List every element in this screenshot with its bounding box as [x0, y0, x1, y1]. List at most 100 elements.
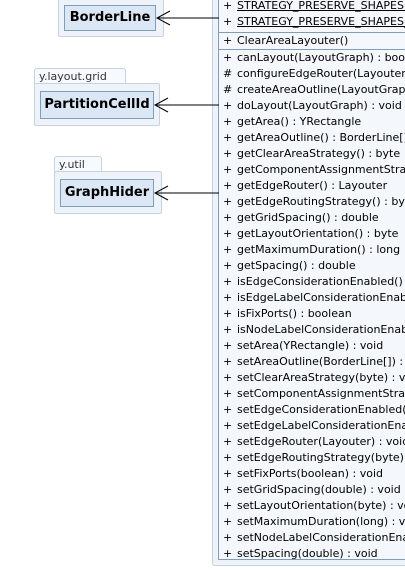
visibility-marker: + [223, 259, 233, 272]
method-text: setSpacing(double) : void [237, 547, 378, 560]
method-row[interactable]: +getEdgeRoutingStrategy() : byte [223, 194, 405, 210]
visibility-marker: + [223, 34, 233, 47]
dependency-arrow-graphhider [153, 185, 219, 201]
method-row[interactable]: + getClearAreaStrategy() : byte [223, 146, 400, 162]
method-row[interactable]: + setMaximumDuration(long) : void [223, 514, 405, 530]
method-text: configureEdgeRouter(Layouter) : void [237, 67, 405, 80]
method-text: setLayoutOrientation(byte) : void [237, 499, 405, 512]
method-row[interactable]: +getGridSpacing() : double [223, 210, 379, 226]
method-row[interactable]: +setEdgeRouter(Layouter) : void [223, 434, 405, 450]
visibility-marker: + [223, 163, 233, 176]
field-row[interactable]: + STRATEGY_PRESERVE_SHAPES_UNIFORM : byte [223, 14, 405, 30]
package-label-y-util: y.util [59, 158, 85, 171]
method-text: getEdgeRoutingStrategy() : byte [237, 195, 405, 208]
method-row[interactable]: +setEdgeConsiderationEnabled(boolean) : … [223, 402, 405, 418]
method-row[interactable]: + setEdgeRoutingStrategy(byte) : void [223, 450, 405, 466]
visibility-marker: + [223, 483, 233, 496]
method-text: createAreaOutline(LayoutGraph) : BorderL… [237, 83, 405, 96]
visibility-marker: # [223, 83, 233, 96]
method-row[interactable]: + setSpacing(double) : void [223, 546, 378, 562]
dependency-arrow-partitioncellid [153, 97, 219, 113]
method-row[interactable]: + getAreaOutline() : BorderLine[] [223, 130, 405, 146]
visibility-marker: + [223, 387, 233, 400]
graphhider-class-box[interactable]: GraphHider [60, 179, 154, 207]
visibility-marker: + [223, 211, 233, 224]
method-row[interactable]: +setAreaOutline(BorderLine[]) : void [223, 354, 405, 370]
visibility-marker: + [223, 403, 233, 416]
method-row[interactable]: #configureEdgeRouter(Layouter) : void [223, 66, 405, 82]
field-text: STRATEGY_PRESERVE_SHAPES_UNIFORM : byte [237, 15, 405, 28]
method-row[interactable]: # createAreaOutline(LayoutGraph) : Border… [223, 82, 405, 98]
method-text: setEdgeLabelConsiderationEnabled(boolean… [237, 419, 405, 432]
visibility-marker: + [223, 179, 233, 192]
visibility-marker: + [223, 115, 233, 128]
method-row[interactable]: + setGridSpacing(double) : void [223, 482, 401, 498]
fields-separator [219, 32, 405, 33]
method-text: getAreaOutline() : BorderLine[] [237, 131, 405, 144]
clear-area-layouter-class-box[interactable] [218, 0, 405, 560]
package-tab-y-util: y.util [54, 156, 102, 172]
method-row[interactable]: +setClearAreaStrategy(byte) : void [223, 370, 405, 386]
method-row[interactable]: + doLayout(LayoutGraph) : void [223, 98, 402, 114]
method-row[interactable]: +canLayout(LayoutGraph) : boolean [223, 50, 405, 66]
method-text: setNodeLabelConsiderationEnabled(boolean… [237, 531, 405, 544]
method-row[interactable]: + getSpacing() : double [223, 258, 356, 274]
method-row[interactable]: +setNodeLabelConsiderationEnabled(boolea… [223, 530, 405, 546]
visibility-marker: + [223, 147, 233, 160]
visibility-marker: + [223, 227, 233, 240]
visibility-marker: + [223, 0, 233, 12]
method-text: canLayout(LayoutGraph) : boolean [237, 51, 405, 64]
method-row[interactable]: +setFixPorts(boolean) : void [223, 466, 383, 482]
partitioncellid-class-name: PartitionCellId [44, 97, 150, 112]
method-text: getEdgeRouter() : Layouter [237, 179, 388, 192]
method-text: setEdgeRoutingStrategy(byte) : void [237, 451, 405, 464]
visibility-marker: + [223, 323, 233, 336]
constructors-separator [219, 49, 405, 50]
visibility-marker: + [223, 99, 233, 112]
method-text: setArea(YRectangle) : void [237, 339, 384, 352]
field-row[interactable]: +STRATEGY_PRESERVE_SHAPES : byte [223, 0, 405, 14]
method-text: getSpacing() : double [237, 259, 356, 272]
visibility-marker: + [223, 547, 233, 560]
borderline-class-box[interactable]: BorderLine [64, 5, 156, 31]
visibility-marker: + [223, 371, 233, 384]
method-row[interactable]: + isEdgeLabelConsiderationEnabled() : boo… [223, 290, 405, 306]
partitioncellid-class-box[interactable]: PartitionCellId [40, 91, 154, 119]
visibility-marker: + [223, 15, 233, 28]
method-row[interactable]: + isNodeLabelConsiderationEnabled() : boo… [223, 322, 405, 338]
method-row[interactable]: +isFixPorts() : boolean [223, 306, 352, 322]
method-text: setMaximumDuration(long) : void [237, 515, 405, 528]
method-row[interactable]: + setEdgeLabelConsiderationEnabled(boolea… [223, 418, 405, 434]
method-row[interactable]: + getLayoutOrientation() : byte [223, 226, 398, 242]
method-text: getMaximumDuration() : long [237, 243, 401, 256]
visibility-marker: + [223, 435, 233, 448]
visibility-marker: + [223, 515, 233, 528]
method-text: isNodeLabelConsiderationEnabled() : bool… [237, 323, 405, 336]
method-row[interactable]: + getArea() : YRectangle [223, 114, 361, 130]
method-text: getArea() : YRectangle [237, 115, 362, 128]
constructor-text: ClearAreaLayouter() [237, 34, 349, 47]
method-row[interactable]: +setLayoutOrientation(byte) : void [223, 498, 405, 514]
visibility-marker: + [223, 131, 233, 144]
package-label-y-layout-grid: y.layout.grid [39, 70, 107, 83]
method-row[interactable]: +setArea(YRectangle) : void [223, 338, 383, 354]
method-text: getClearAreaStrategy() : byte [237, 147, 401, 160]
visibility-marker: + [223, 419, 233, 432]
method-row[interactable]: +getMaximumDuration() : long [223, 242, 400, 258]
method-text: setGridSpacing(double) : void [237, 483, 401, 496]
method-text: getLayoutOrientation() : byte [237, 227, 399, 240]
visibility-marker: + [223, 291, 233, 304]
method-row[interactable]: + getEdgeRouter() : Layouter [223, 178, 387, 194]
method-row[interactable]: + isEdgeConsiderationEnabled() : boolean [223, 274, 405, 290]
method-text: doLayout(LayoutGraph) : void [237, 99, 402, 112]
visibility-marker: + [223, 275, 233, 288]
method-row[interactable]: +getComponentAssignmentStrategy() : byte [223, 162, 405, 178]
method-text: isEdgeLabelConsiderationEnabled() : bool… [237, 291, 405, 304]
constructor-row[interactable]: + ClearAreaLayouter() [223, 33, 348, 49]
visibility-marker: + [223, 451, 233, 464]
method-text: isFixPorts() : boolean [237, 307, 352, 320]
method-row[interactable]: +setComponentAssignmentStrategy(byte) : … [223, 386, 405, 402]
method-text: isEdgeConsiderationEnabled() : boolean [237, 275, 405, 288]
